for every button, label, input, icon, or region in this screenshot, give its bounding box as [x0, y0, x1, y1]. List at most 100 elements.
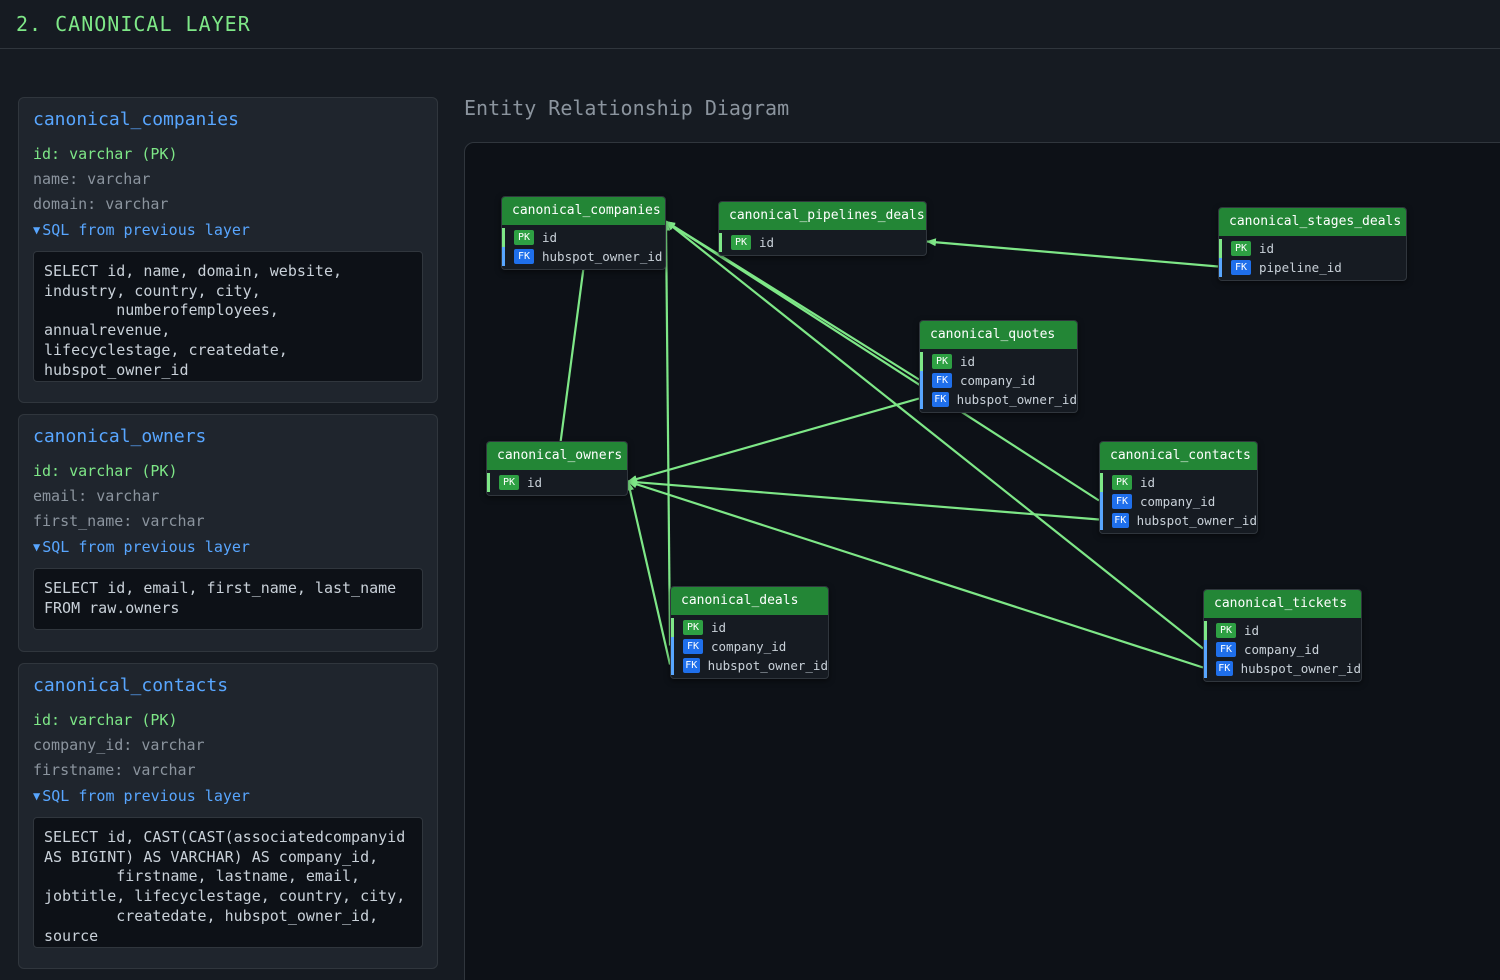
field-name: id [1259, 241, 1275, 256]
fk-badge: FK [683, 639, 703, 654]
field-row: id: varchar (PK) [33, 711, 178, 729]
entity-header: canonical_deals [671, 587, 828, 615]
fk-badge: FK [1231, 260, 1251, 275]
caret-down-icon: ▼ [33, 540, 41, 554]
edge-canonical-contacts-company-id-to-canonical-companies [665, 220, 1100, 502]
table-card-canonical-companies: canonical_companies id: varchar (PK) nam… [18, 97, 438, 403]
field-name: hubspot_owner_id [542, 249, 663, 264]
table-card-canonical-owners: canonical_owners id: varchar (PK) email:… [18, 414, 438, 652]
entity-field-row: PK id [487, 473, 627, 492]
entity-field-row: FK company_id [1204, 640, 1361, 659]
field-name: id [759, 235, 775, 250]
entity-header: canonical_contacts [1100, 442, 1257, 470]
caret-down-icon: ▼ [33, 789, 41, 803]
field-name: hubspot_owner_id [1240, 661, 1361, 676]
table-name: canonical_owners [33, 426, 207, 447]
pk-badge: PK [731, 235, 751, 250]
entity-field-row: PK id [719, 233, 926, 252]
sql-toggle[interactable]: ▼ SQL from previous layer [33, 783, 423, 809]
pk-badge: PK [1216, 623, 1236, 638]
entity-field-row: FK hubspot_owner_id [1204, 659, 1361, 678]
edge-canonical-deals-company-id-to-canonical-companies [662, 220, 672, 646]
field-name: company_id [1244, 642, 1320, 657]
pk-badge: PK [514, 230, 534, 245]
sql-toggle-label: SQL from previous layer [42, 787, 250, 805]
entity-field-row: PK id [1204, 621, 1361, 640]
pk-badge: PK [1112, 475, 1132, 490]
field-row: domain: varchar [33, 195, 169, 213]
pk-badge: PK [683, 620, 703, 635]
sql-code-block: SELECT id, name, domain, website, indust… [33, 251, 423, 382]
field-name: hubspot_owner_id [956, 392, 1077, 407]
sql-toggle[interactable]: ▼ SQL from previous layer [33, 534, 423, 560]
field-name: id [1244, 623, 1260, 638]
entity-field-row: FK company_id [1100, 492, 1257, 511]
fk-badge: FK [932, 373, 952, 388]
field-name: hubspot_owner_id [1136, 513, 1257, 528]
sql-code-block: SELECT id, email, first_name, last_name … [33, 568, 423, 630]
entity-header: canonical_owners [487, 442, 627, 470]
entity-field-row: PK id [1219, 239, 1406, 258]
edge-canonical-companies-hubspot-owner-id-to-canonical-owners [554, 267, 585, 470]
field-row: email: varchar [33, 487, 160, 505]
field-name: id [1140, 475, 1156, 490]
entity-header: canonical_quotes [920, 321, 1077, 349]
field-name: pipeline_id [1259, 260, 1342, 275]
field-name: id [960, 354, 976, 369]
fk-badge: FK [683, 658, 700, 673]
entity-field-row: PK id [1100, 473, 1257, 492]
field-row: id: varchar (PK) [33, 462, 178, 480]
entity-header: canonical_companies [502, 197, 665, 225]
fk-badge: FK [1216, 661, 1233, 676]
field-name: company_id [1140, 494, 1216, 509]
pk-badge: PK [1231, 241, 1251, 256]
entity-header: canonical_tickets [1204, 590, 1361, 618]
section-title: 2. CANONICAL LAYER [16, 12, 251, 36]
erd-title: Entity Relationship Diagram [464, 96, 790, 120]
table-name: canonical_contacts [33, 675, 229, 696]
entity-field-row: FK company_id [920, 371, 1077, 390]
entity-field-row: FK hubspot_owner_id [1100, 511, 1257, 530]
field-row: first_name: varchar [33, 512, 205, 530]
entity-header: canonical_pipelines_deals [719, 202, 926, 230]
pk-badge: PK [499, 475, 519, 490]
table-card-canonical-contacts: canonical_contacts id: varchar (PK) comp… [18, 663, 438, 969]
fk-badge: FK [1112, 513, 1129, 528]
entity-field-row: PK id [502, 228, 665, 247]
sql-toggle-label: SQL from previous layer [42, 538, 250, 556]
field-name: id [527, 475, 543, 490]
section-divider [0, 48, 1500, 49]
sql-toggle[interactable]: ▼ SQL from previous layer [33, 217, 423, 243]
field-name: id [542, 230, 558, 245]
edge-canonical-stages-deals-pipeline-id-to-canonical-pipelines-deals [926, 238, 1219, 268]
entity-field-row: FK hubspot_owner_id [920, 390, 1077, 409]
fk-badge: FK [932, 392, 949, 407]
sql-code-block: SELECT id, CAST(CAST(associatedcompanyid… [33, 817, 423, 948]
edge-canonical-tickets-company-id-to-canonical-companies [665, 220, 1204, 650]
edge-canonical-deals-hubspot-owner-id-to-canonical-owners [626, 480, 672, 665]
fk-badge: FK [1112, 494, 1132, 509]
fk-badge: FK [1216, 642, 1236, 657]
edge-canonical-contacts-hubspot-owner-id-to-canonical-owners [627, 478, 1100, 521]
field-row: name: varchar [33, 170, 151, 188]
edge-canonical-tickets-hubspot-owner-id-to-canonical-owners [627, 480, 1204, 669]
entity-header: canonical_stages_deals [1219, 208, 1406, 236]
caret-down-icon: ▼ [33, 223, 41, 237]
field-name: company_id [960, 373, 1036, 388]
edge-canonical-quotes-hubspot-owner-id-to-canonical-owners [627, 397, 920, 483]
